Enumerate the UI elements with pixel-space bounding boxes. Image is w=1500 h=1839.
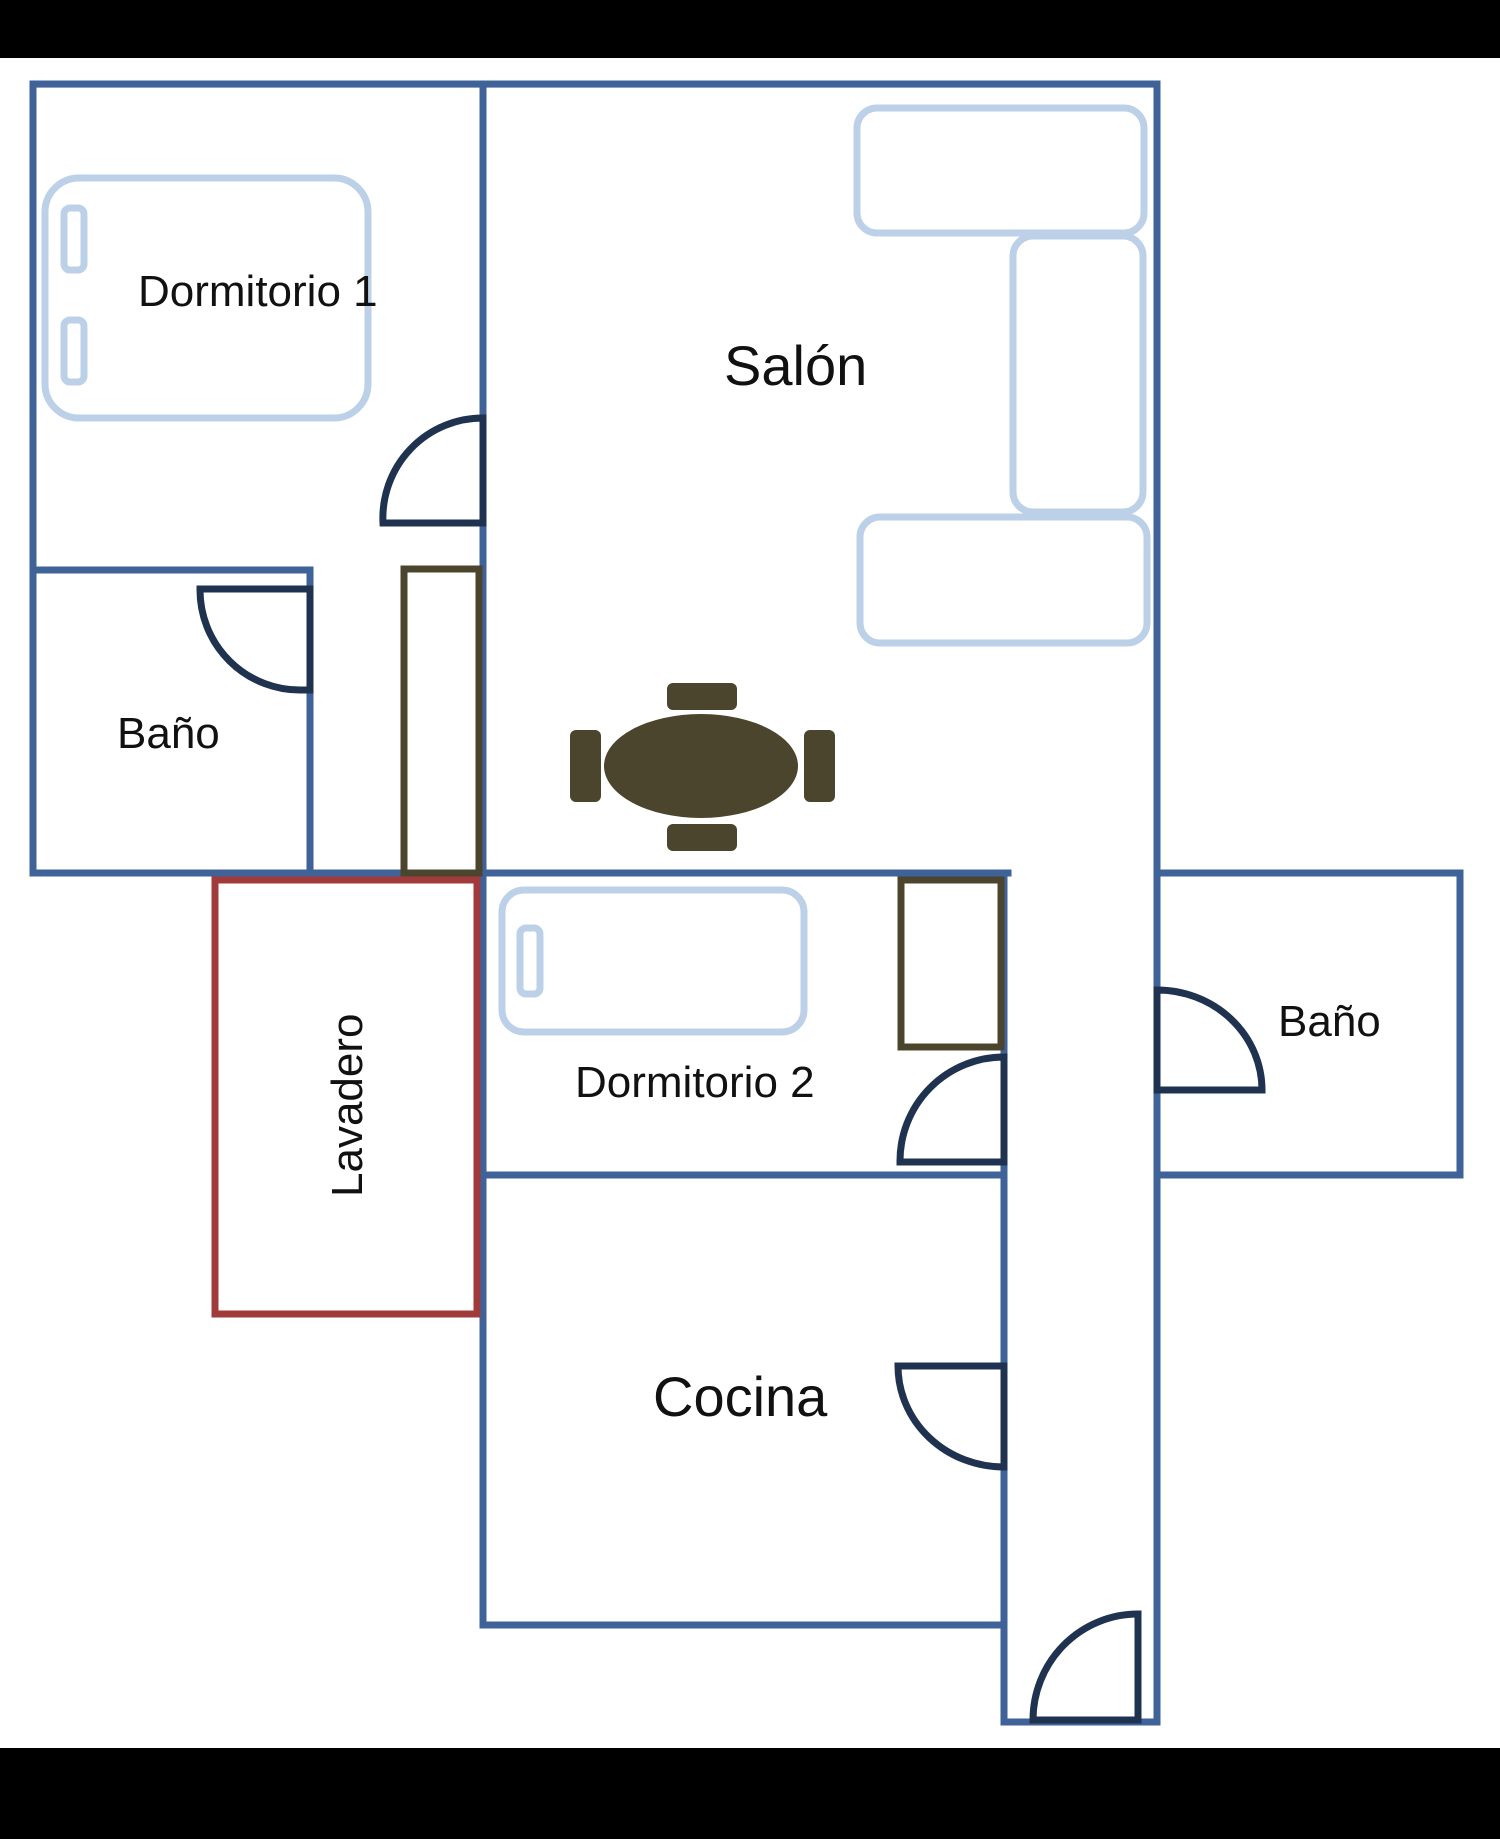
closet-hall bbox=[400, 565, 483, 877]
bed-2-frame bbox=[498, 886, 808, 1036]
door-dormitorio1 bbox=[379, 414, 487, 527]
bed-2 bbox=[498, 886, 808, 1036]
dining-table bbox=[570, 683, 835, 851]
laundry-room-outline bbox=[211, 876, 481, 1318]
doors bbox=[196, 414, 1266, 1724]
label-bano-left: Baño bbox=[117, 709, 220, 758]
sofa-right bbox=[1009, 232, 1147, 516]
chair-right bbox=[804, 730, 835, 802]
closet-dorm2 bbox=[897, 876, 1005, 1051]
chair-top bbox=[667, 683, 737, 710]
door-cocina bbox=[894, 1362, 1008, 1471]
sofa-top bbox=[853, 104, 1148, 237]
sofa-bottom bbox=[856, 513, 1151, 647]
door-bano-left bbox=[196, 585, 314, 694]
label-dormitorio-2: Dormitorio 2 bbox=[575, 1058, 815, 1107]
bed-1-pillow-bottom bbox=[60, 316, 88, 386]
door-bano-right bbox=[1153, 986, 1266, 1094]
sofa-set bbox=[853, 104, 1151, 647]
label-dormitorio-1: Dormitorio 1 bbox=[138, 267, 378, 316]
bed-1-frame bbox=[41, 174, 372, 422]
door-dormitorio2 bbox=[896, 1053, 1008, 1166]
bed-2-pillow bbox=[516, 924, 544, 998]
label-cocina: Cocina bbox=[653, 1365, 828, 1428]
bed-1-pillow-top bbox=[60, 204, 88, 274]
table-top bbox=[604, 714, 798, 818]
door-entrance bbox=[1029, 1610, 1142, 1724]
chair-bottom bbox=[667, 824, 737, 851]
label-lavadero: Lavadero bbox=[323, 1014, 372, 1197]
label-salon: Salón bbox=[724, 334, 867, 397]
label-bano-right: Baño bbox=[1278, 997, 1381, 1046]
bed-1 bbox=[41, 174, 372, 422]
chair-left bbox=[570, 730, 601, 802]
